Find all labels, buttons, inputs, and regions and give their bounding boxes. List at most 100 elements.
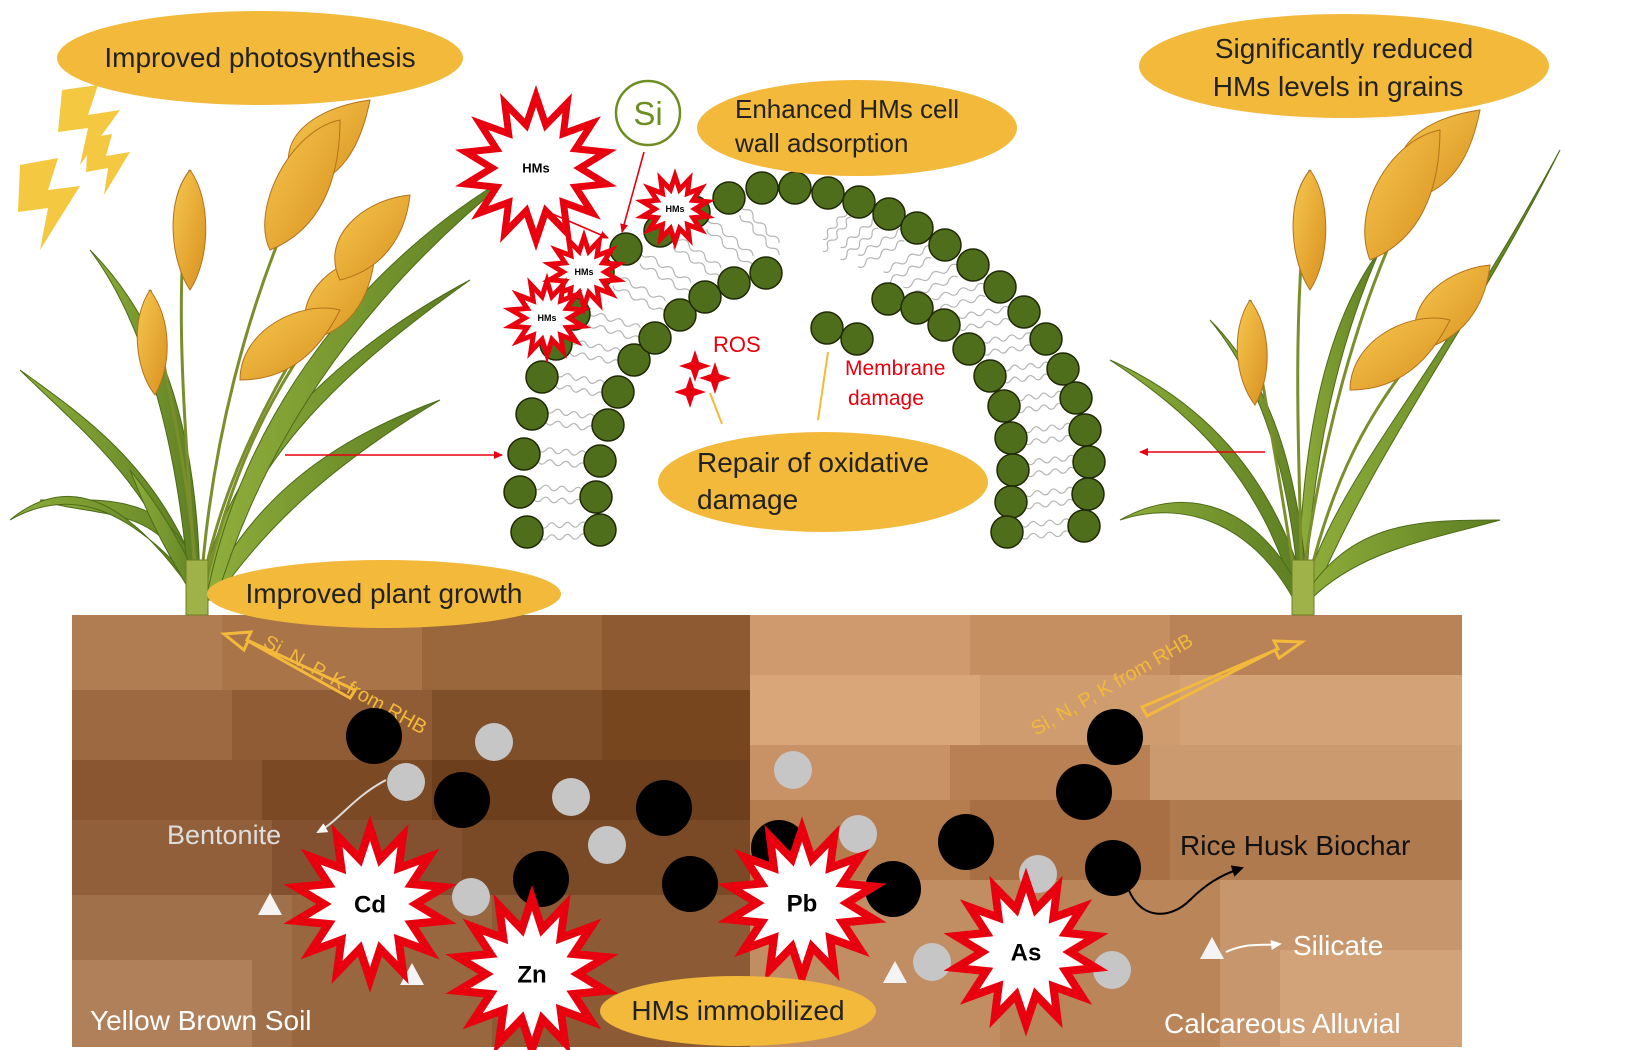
phospholipid-head: [583, 513, 617, 547]
phospholipid-head: [983, 270, 1017, 304]
lipid-tail: [672, 246, 722, 280]
label-repair-oxidative-damage: Repair of oxidative damage: [658, 432, 988, 532]
label-improved-photosynthesis: Improved photosynthesis: [57, 11, 463, 105]
phospholipid-head: [778, 171, 812, 205]
phospholipid-head: [510, 515, 544, 549]
phospholipid-head: [525, 360, 559, 394]
svg-text:Improved plant growth: Improved plant growth: [245, 578, 522, 609]
phospholipid-head: [591, 408, 625, 442]
lipid-tail: [555, 373, 605, 384]
lipid-tail: [840, 215, 879, 249]
lipid-tail: [931, 294, 986, 313]
si-label: Si: [633, 95, 662, 132]
burst-label: Pb: [787, 891, 818, 918]
label-improved-plant-growth: Improved plant growth: [207, 560, 561, 628]
phospholipid-head: [900, 291, 934, 325]
burst-label: Zn: [517, 962, 546, 989]
lipid-tail: [1023, 422, 1073, 434]
membrane-damage-label-line1: Membrane: [845, 357, 945, 380]
biochar-particle: [1085, 840, 1141, 896]
ros-label: ROS: [713, 332, 761, 357]
biochar-particles: [346, 708, 1143, 917]
phospholipid-head: [712, 181, 746, 215]
biochar-particle: [434, 772, 490, 828]
pb-burst: Pb: [717, 816, 887, 990]
lipid-tail: [588, 324, 641, 340]
lipid-tail: [672, 234, 722, 268]
plant-grains: [1236, 109, 1491, 406]
svg-text:Enhanced HMs cell: Enhanced HMs cell: [735, 94, 959, 124]
phospholipid-head: [871, 282, 905, 316]
bentonite-label: Bentonite: [167, 820, 281, 850]
burst-shape: [445, 885, 619, 1050]
lipid-tail: [739, 203, 780, 243]
lipid-tail: [537, 459, 587, 468]
burst-shape: [455, 85, 617, 251]
rice-husk-biochar-label: Rice Husk Biochar: [1180, 830, 1410, 861]
burst-label: Cd: [354, 892, 386, 919]
lipid-tail: [588, 312, 641, 328]
phospholipid-head: [1071, 477, 1105, 511]
lipid-tail: [1016, 390, 1064, 402]
phospholipid-head: [638, 321, 672, 355]
bentonite-particle: [588, 826, 626, 864]
lipid-tail: [883, 257, 932, 285]
bentonite-particle: [552, 778, 590, 816]
rice-plant-right: [1109, 109, 1561, 616]
gold-connectors: [709, 351, 829, 425]
phospholipid-head: [987, 389, 1021, 423]
biochar-particle: [662, 856, 718, 912]
biochar-particle: [513, 851, 569, 907]
lipid-tail: [958, 305, 1010, 320]
phospholipid-head: [515, 397, 549, 431]
as-burst: As: [943, 867, 1109, 1037]
lipid-tail: [857, 240, 905, 268]
lipid-tail: [537, 447, 587, 456]
plant-leaves: [1109, 149, 1561, 602]
lipid-tail: [1024, 498, 1075, 510]
lipid-tail: [639, 263, 692, 295]
phospholipid-head: [601, 375, 635, 409]
bentonite-particle: [839, 815, 877, 853]
phospholipid-head: [872, 197, 906, 231]
lipid-tail: [840, 227, 879, 261]
phospholipid-head: [617, 343, 651, 377]
biochar-pointer: [1127, 865, 1244, 915]
burst-label: HMs: [522, 161, 549, 176]
burst-label: HMs: [665, 204, 684, 214]
red-arrows: [285, 151, 1265, 459]
burst-shape: [635, 168, 715, 250]
phospholipid-head: [1067, 509, 1101, 543]
cd-burst: Cd: [283, 815, 457, 993]
bentonite-particle: [913, 943, 951, 981]
lipid-tail: [612, 273, 666, 302]
arrow-si-to-membrane: [620, 151, 645, 233]
phospholipid-head: [811, 176, 845, 210]
lipid-tail: [1002, 373, 1051, 384]
phospholipid-head: [994, 421, 1028, 455]
burst-shape: [541, 228, 627, 316]
phospholipid-head: [973, 359, 1007, 393]
lipid-tail: [639, 251, 692, 283]
phospholipid-head: [749, 256, 783, 290]
si-badge: Si: [614, 79, 682, 147]
phospholipid-head: [928, 228, 962, 262]
lipid-tails: [533, 203, 1076, 541]
lipid-tail: [569, 352, 621, 364]
burst-shape: [283, 815, 457, 993]
hms-burst-large: HMs: [455, 85, 617, 251]
silicate-label: Silicate: [1293, 930, 1383, 961]
biochar-particle: [346, 708, 402, 764]
lipid-tail: [533, 484, 583, 493]
phospholipid-head: [688, 280, 722, 314]
ros-sparkles: [674, 350, 731, 408]
bentonite-particle: [475, 723, 513, 761]
lipid-tail: [1026, 466, 1076, 478]
lipid-tail: [739, 215, 780, 255]
burst-shape: [502, 272, 592, 364]
yellow-brown-soil-label: Yellow Brown Soil: [90, 1005, 312, 1036]
phospholipid-head: [840, 322, 874, 356]
phospholipid-head: [990, 515, 1024, 549]
phospholipid-head: [996, 453, 1030, 487]
